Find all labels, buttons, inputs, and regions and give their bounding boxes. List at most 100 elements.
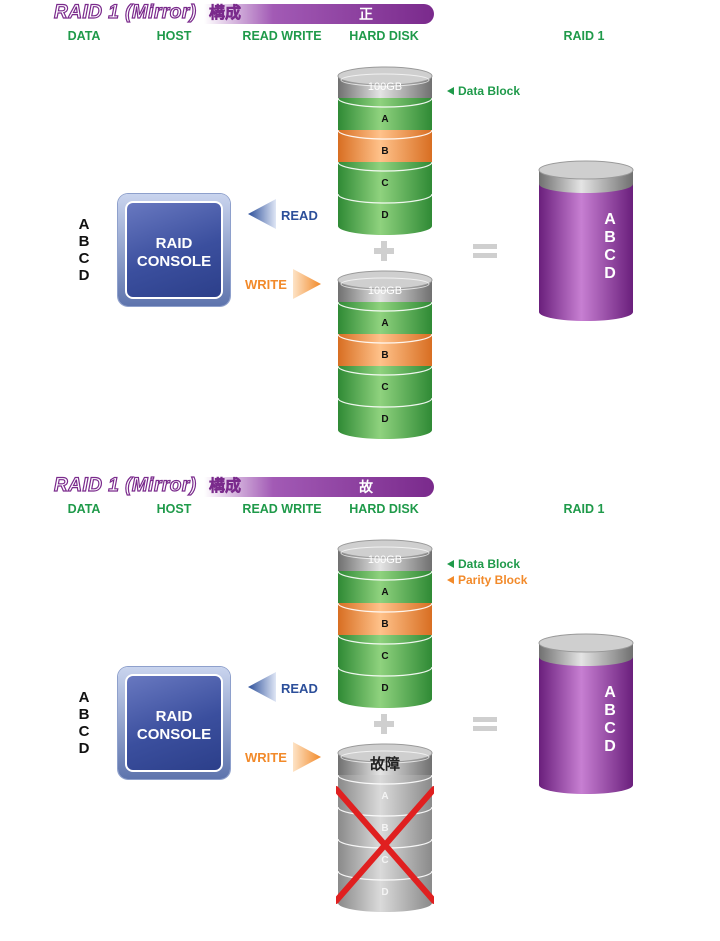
header-data: DATA [67, 29, 101, 43]
raid-body-bottom [539, 776, 633, 794]
equals-icon [473, 244, 497, 258]
header-raid1: RAID 1 [563, 29, 605, 43]
header-host: HOST [156, 29, 192, 43]
legend-triangle-icon [447, 87, 454, 95]
raid-body-bottom [539, 303, 633, 321]
console-line2: CONSOLE [136, 726, 212, 743]
header-hard-disk: HARD DISK [349, 29, 419, 43]
read-label: READ [281, 208, 318, 223]
write-arrow-icon [293, 742, 321, 772]
data-letter: A [78, 689, 90, 706]
section-title-bar: RAID 1 (Mirror) 構成 正常状態 [53, 1, 434, 88]
state-label: 正常状態 [359, 6, 373, 88]
section-title: RAID 1 (Mirror) [53, 1, 197, 23]
disk-block-separator [337, 870, 433, 881]
disk-block-label: B [381, 619, 388, 630]
legend-label: Data Block [458, 557, 521, 571]
disk-block-label: D [381, 683, 388, 694]
disk-block-separator [337, 634, 433, 645]
disk-block-separator [337, 301, 433, 312]
disk-block-label: A [381, 114, 388, 125]
raid-top [538, 633, 634, 653]
console-line1: RAID [155, 235, 193, 252]
disk-rim [340, 546, 430, 560]
header-hard-disk: HARD DISK [349, 502, 419, 516]
equals-icon [473, 717, 497, 731]
disk-block-separator [337, 806, 433, 817]
disk-block-label: C [381, 178, 388, 189]
disk-block-label: A [381, 791, 388, 802]
disk-block-label: C [381, 382, 388, 393]
console-line2: CONSOLE [136, 253, 212, 270]
raid-cap-bottom [539, 648, 633, 666]
disk-block-bottom [338, 894, 432, 912]
data-letters: A B C D [76, 689, 92, 757]
header-read-write: READ WRITE [242, 502, 322, 516]
section-title-bar: RAID 1 (Mirror) 構成 故障状態 [53, 474, 434, 561]
disk-block-label: C [381, 855, 388, 866]
title-suffix: 構成 [209, 5, 242, 23]
raid-body [539, 657, 633, 785]
disk-block-label: A [381, 587, 388, 598]
data-letter: D [78, 267, 90, 284]
write-label: WRITE [245, 750, 287, 765]
disk-block-separator [337, 602, 433, 613]
raid-letter: C [604, 247, 616, 264]
disk-failure-label: 故障 [370, 755, 400, 773]
disk-block-bottom [338, 217, 432, 235]
disk-block-separator [337, 365, 433, 376]
data-letter: C [78, 250, 90, 267]
legend-triangle-icon [447, 576, 454, 584]
disk-block-separator [337, 161, 433, 172]
legend-data-block: Data Block [447, 557, 520, 571]
legend-data-block: Data Block [447, 84, 520, 98]
raid-console: RAID CONSOLE [118, 667, 230, 779]
title-suffix: 構成 [209, 478, 242, 496]
plus-icon [374, 241, 394, 261]
header-read-write: READ WRITE [242, 29, 322, 43]
raid-letter: C [604, 720, 616, 737]
raid-console: RAID CONSOLE [118, 194, 230, 306]
raid-console-panel: RAID CONSOLE [125, 674, 223, 772]
data-letter: B [78, 706, 90, 723]
disk-block-bottom [338, 690, 432, 708]
raid-letter: A [604, 684, 616, 701]
disk-top [337, 270, 433, 290]
write-label: WRITE [245, 277, 287, 292]
raid-letter: D [604, 738, 616, 755]
raid1-normal-section: RAID 1 (Mirror) 構成 正常状態 DATA HOST READ W… [0, 0, 720, 468]
raid-letter: B [604, 229, 616, 246]
raid-body [539, 184, 633, 312]
disk-block-label: D [381, 210, 388, 221]
read-arrow-icon [248, 199, 276, 229]
disk-block-label: D [381, 887, 388, 898]
legend-triangle-icon [447, 560, 454, 568]
raid-console-panel: RAID CONSOLE [125, 201, 223, 299]
disk-block-separator [337, 333, 433, 344]
read-arrow-icon [248, 672, 276, 702]
disk-block-label: B [381, 146, 388, 157]
header-raid1: RAID 1 [563, 502, 605, 516]
disk-block-label: A [381, 318, 388, 329]
disk-block-separator [337, 97, 433, 108]
data-letters: A B C D [76, 216, 92, 284]
failure-cross-icon [336, 786, 434, 904]
header-data: DATA [67, 502, 101, 516]
data-letter: D [78, 740, 90, 757]
disk-rim [340, 277, 430, 291]
raid-letter: A [604, 211, 616, 228]
legend-parity-block: Parity Block [447, 573, 527, 587]
title-banner [204, 477, 434, 497]
disk-block-separator [337, 129, 433, 140]
disk-block-label: C [381, 651, 388, 662]
disk-capacity-label: 100GB [368, 285, 402, 297]
write-arrow-icon [293, 269, 321, 299]
disk-block-label: B [381, 350, 388, 361]
raid1-failure-section: RAID 1 (Mirror) 構成 故障状態 DATA HOST READ W… [0, 473, 720, 941]
disk-top [337, 539, 433, 559]
